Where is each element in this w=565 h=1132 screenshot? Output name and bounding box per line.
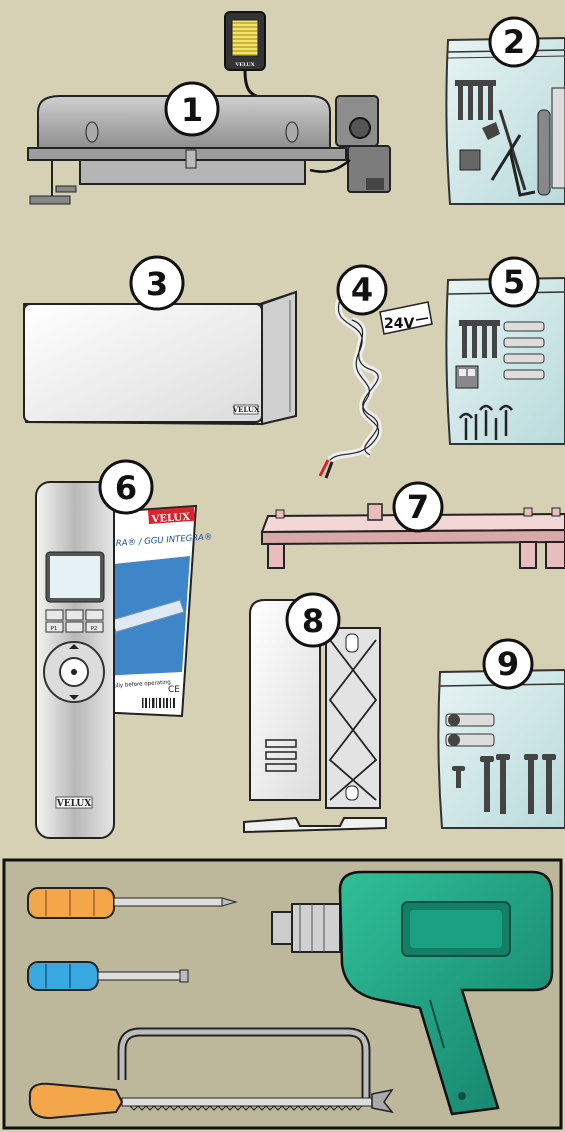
badge-5: 5 [490,258,538,306]
badge-6-number: 6 [115,469,137,507]
badge-7: 7 [394,483,442,531]
remote-key-p1: P1 [51,626,58,632]
badge-9: 9 [484,640,532,688]
voltage-label: 24V [384,316,414,332]
remote-brand: VELUX [56,799,92,809]
badge-6: 6 [100,461,152,513]
badge-8-number: 8 [302,602,324,640]
remote-key-p2: P2 [91,626,98,632]
cover-icon: VELUX [24,292,296,424]
badge-3: 3 [131,257,183,309]
badge-1-number: 1 [181,91,203,129]
badge-2: 2 [490,18,538,66]
badge-4-number: 4 [351,271,373,309]
transformer-brand: VELUX [234,62,254,68]
badge-5-number: 5 [503,263,525,301]
screw-bag-small-icon [438,670,565,828]
cover-brand: VELUX [232,405,260,414]
ce-mark: CE [168,685,180,695]
badge-7-number: 7 [407,488,429,526]
cable-icon: 24V [320,300,432,478]
badge-9-number: 9 [497,645,519,683]
badge-3-number: 3 [146,265,168,303]
badge-4: 4 [338,266,386,314]
remote-control-icon: VELUX RA® / GGU INTEGRA® refully before … [36,482,213,838]
badge-2-number: 2 [503,23,525,61]
badge-8: 8 [287,594,339,646]
badge-1: 1 [166,83,218,135]
